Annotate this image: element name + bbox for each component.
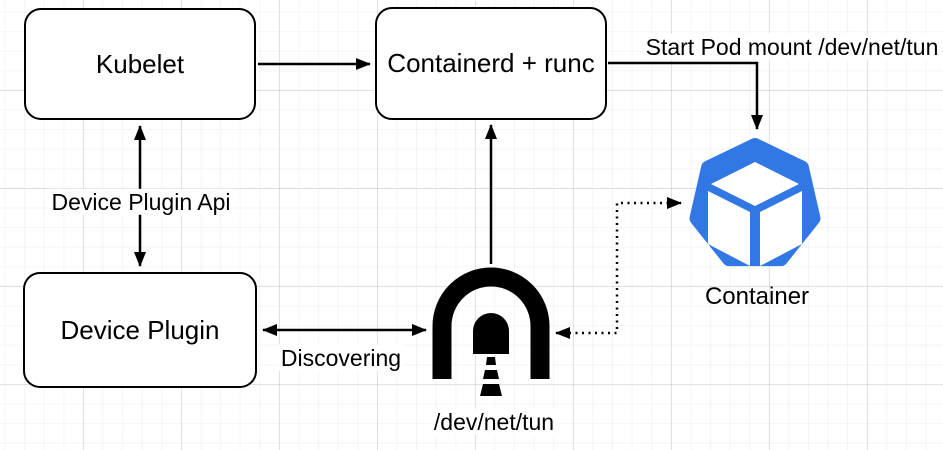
node-kubelet: Kubelet (24, 8, 256, 120)
node-container-label: Container (704, 283, 810, 311)
node-device-plugin: Device Plugin (23, 272, 257, 388)
edge-label-device-plugin-api: Device Plugin Api (48, 188, 234, 216)
edge-start-pod (608, 61, 763, 130)
node-containerd-runc: Containerd + runc (375, 7, 607, 120)
node-device-plugin-label: Device Plugin (60, 314, 220, 345)
edge-tun-to-container-dotted (555, 197, 682, 339)
tunnel-icon (432, 267, 550, 396)
node-containerd-runc-label: Containerd + runc (387, 48, 595, 78)
node-tun-label: /dev/net/tun (430, 408, 558, 436)
container-heptagon-cube-icon (689, 138, 821, 267)
edge-label-discovering: Discovering (277, 344, 405, 372)
node-kubelet-label: Kubelet (95, 48, 185, 79)
edge-label-start-pod: Start Pod mount /dev/net/tun (642, 33, 942, 61)
